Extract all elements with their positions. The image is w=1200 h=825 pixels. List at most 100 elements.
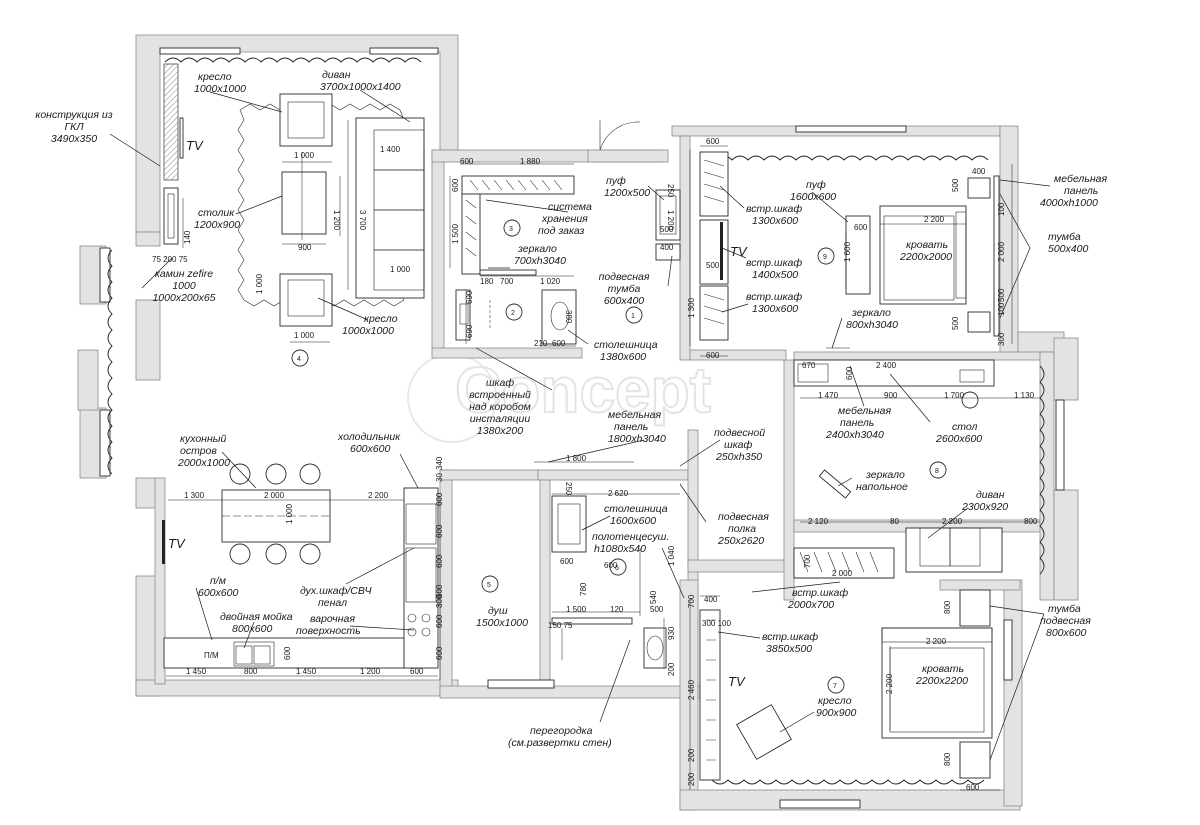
- bed-7[interactable]: [881, 627, 993, 739]
- dim-600q: 600: [604, 561, 618, 570]
- dim-600e: 600: [706, 351, 720, 360]
- hall-furniture[interactable]: [599, 120, 681, 261]
- dim-690b: 690: [465, 324, 474, 338]
- dim-500a: 500: [660, 225, 674, 234]
- dim-75-200-75: 75 200 75: [152, 255, 188, 264]
- dim-1040: 1 040: [667, 545, 676, 566]
- wardrobe-office[interactable]: [793, 547, 895, 579]
- dim-600d: 600: [706, 137, 720, 146]
- dim-180: 180: [480, 277, 494, 286]
- armchair-top[interactable]: [279, 93, 333, 147]
- dim-300b: 300: [435, 594, 444, 608]
- dim-1400: 1 400: [380, 145, 401, 154]
- dim-1800: 1 800: [566, 454, 587, 463]
- dim-200c: 200: [687, 772, 696, 786]
- dim-600b: 600: [451, 178, 460, 192]
- kitchen-counter[interactable]: [163, 487, 439, 669]
- room-number-5: 5: [487, 582, 491, 589]
- dim-930: 930: [667, 626, 676, 640]
- pouf-bedroom[interactable]: [845, 215, 871, 295]
- dimension-labels: 1 000 1 400 1 200 3 700 900 1 000 1 000 …: [152, 137, 1038, 792]
- bath-fixtures[interactable]: [455, 289, 577, 345]
- dimension-lines: [166, 120, 1040, 791]
- dim-900: 900: [298, 243, 312, 252]
- dim-300: 300: [997, 332, 1006, 346]
- dim-1200c: 1 200: [360, 667, 381, 676]
- kitchen-island[interactable]: [221, 489, 331, 543]
- dim-2200d: 2 200: [926, 637, 947, 646]
- dim-100a: 100: [997, 202, 1006, 216]
- dim-2200a: 2 200: [924, 215, 945, 224]
- nightstand-9a[interactable]: [967, 177, 991, 199]
- floor-mirror: [818, 469, 852, 499]
- label-partition: перегородка(см.развертки стен): [508, 725, 612, 749]
- dim-700b: 700: [803, 554, 812, 568]
- dim-2200c: 2 200: [942, 517, 963, 526]
- dim-500c: 500: [951, 178, 960, 192]
- dim-800c: 800: [943, 600, 952, 614]
- nightstand-9b[interactable]: [967, 311, 991, 333]
- dim-100b: 100: [997, 302, 1006, 316]
- dim-600r: 600: [966, 783, 980, 792]
- office-desk[interactable]: [793, 359, 995, 387]
- nightstand-7b[interactable]: [959, 741, 991, 779]
- dim-670: 670: [802, 361, 816, 370]
- dim-1600: 1 600: [843, 241, 852, 262]
- dim-200b: 200: [687, 748, 696, 762]
- bed-9[interactable]: [879, 205, 967, 305]
- dim-2620: 2 620: [608, 489, 629, 498]
- coffee-table[interactable]: [281, 171, 327, 235]
- dim-300-100: 300 100: [702, 619, 731, 628]
- sofa-office[interactable]: [905, 527, 1003, 573]
- dim-1200b: 1 200: [666, 210, 675, 231]
- wc-fixtures[interactable]: [551, 495, 667, 669]
- label-towel-dryer: полотенцесуш.h1080x540: [592, 531, 669, 555]
- dim-700: 700: [500, 277, 514, 286]
- dim-600o: 600: [283, 646, 292, 660]
- dim-2000a: 2 000: [997, 241, 1006, 262]
- storage-system[interactable]: [461, 175, 575, 275]
- nightstand-7a[interactable]: [959, 589, 991, 627]
- dim-1500b: 1 500: [566, 605, 587, 614]
- armchair-bottom[interactable]: [279, 273, 333, 327]
- wardrobes-9[interactable]: [699, 151, 729, 341]
- dim-1470: 1 470: [818, 391, 839, 400]
- dim-540: 540: [649, 590, 658, 604]
- dim-700c: 700: [687, 594, 696, 608]
- wardrobe-7[interactable]: [699, 609, 721, 781]
- dim-2460: 2 460: [687, 679, 696, 700]
- armchair-7[interactable]: [736, 704, 792, 760]
- dim-400a: 400: [660, 243, 674, 252]
- furniture-panel-9: [993, 175, 1000, 337]
- walls: [77, 34, 1079, 811]
- fireplace: [163, 187, 179, 245]
- dim-1450b: 1 450: [296, 667, 317, 676]
- room-number-9: 9: [823, 254, 827, 261]
- dim-250b: 250: [564, 482, 573, 496]
- tv-label-bedroom7: TV: [728, 674, 746, 689]
